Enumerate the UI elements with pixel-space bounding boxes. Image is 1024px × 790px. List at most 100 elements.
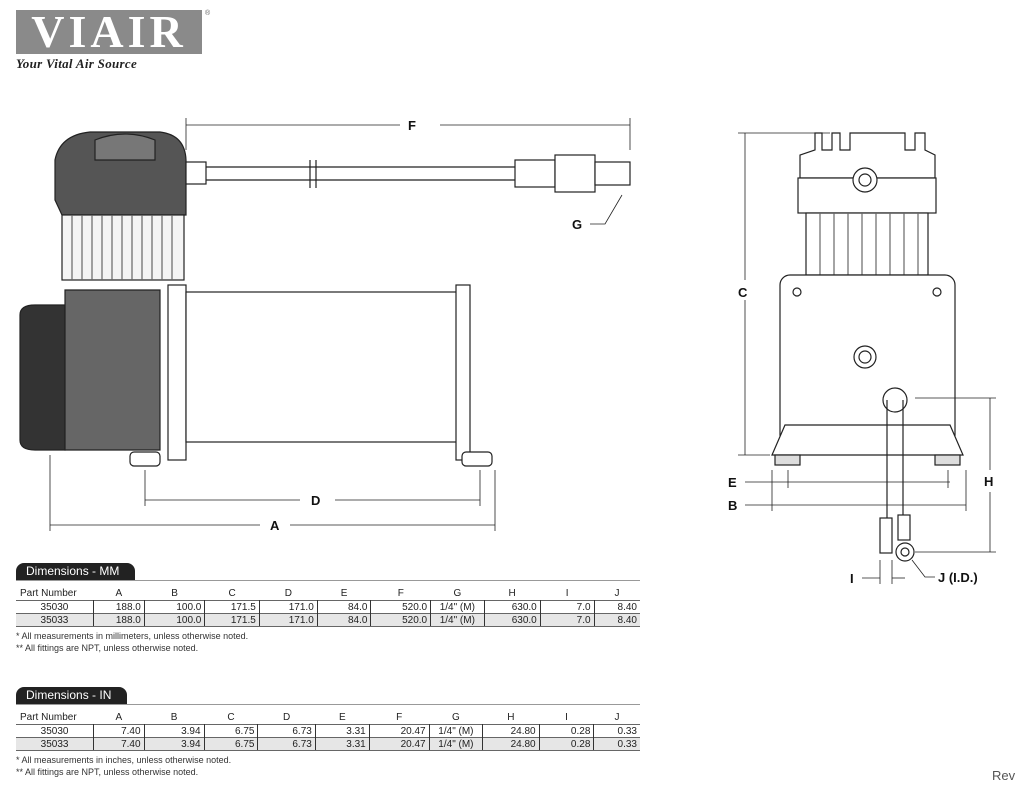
table-cell: 520.0 (370, 613, 432, 627)
table-cell: 630.0 (484, 613, 541, 627)
column-header: G (452, 711, 460, 723)
column-header: E (340, 587, 348, 599)
table-cell: 6.73 (257, 724, 316, 738)
table-cell: 7.40 (93, 724, 145, 738)
label-h: H (984, 474, 993, 489)
table-cell: 35030 (16, 600, 94, 614)
table-cell: 8.40 (594, 600, 640, 614)
table-cell: 1/4" (M) (429, 724, 484, 738)
table-cell: 1/4" (M) (429, 737, 484, 751)
section-tab: Dimensions - MM (16, 563, 136, 580)
column-header: Part Number (20, 711, 77, 723)
column-header: E (338, 711, 346, 723)
table-cell: 100.0 (144, 613, 206, 627)
table-cell: 3.31 (315, 724, 370, 738)
label-j: J (I.D.) (938, 570, 978, 585)
table-cell: 3.31 (315, 737, 370, 751)
table-cell: 24.80 (482, 724, 540, 738)
logo-wordmark: VIAIR (16, 9, 202, 55)
table-cell: 0.33 (593, 737, 640, 751)
table-cell: 630.0 (484, 600, 541, 614)
table-cell: 3.94 (144, 737, 205, 751)
table-cell: 7.40 (93, 737, 145, 751)
table-cell: 20.47 (369, 724, 430, 738)
table-cell: 171.5 (204, 613, 260, 627)
label-b: B (728, 498, 737, 513)
column-header: C (228, 587, 236, 599)
column-header: B (171, 587, 178, 599)
dimensions-mm-section: Dimensions - MM Part Number A B C D E F G H I J 35… (16, 562, 640, 654)
table-cell: 8.40 (594, 613, 640, 627)
table-cell: 7.0 (540, 600, 595, 614)
table-cell: 171.5 (204, 600, 260, 614)
table-cell: 171.0 (259, 600, 318, 614)
table-cell: 3.94 (144, 724, 205, 738)
column-header: G (453, 587, 462, 599)
column-header: C (227, 711, 235, 723)
column-header: I (565, 587, 569, 599)
table-cell: 35033 (16, 737, 95, 751)
table-cell: 100.0 (144, 600, 206, 614)
column-header: D (284, 587, 292, 599)
dimensions-in-section: Dimensions - IN Part Number A B C D E F G H I J 35… (16, 686, 640, 778)
column-header: H (508, 587, 516, 599)
viair-logo: VIAIR ® Your Vital Air Source (16, 9, 212, 72)
label-a: A (270, 518, 280, 533)
table-cell: 1/4" (M) (430, 613, 485, 627)
table-cell: 188.0 (93, 600, 145, 614)
column-header: F (397, 587, 404, 599)
table-cell: 520.0 (370, 600, 432, 614)
note: * All measurements in millimeters, unles… (16, 631, 249, 641)
table-cell: 35033 (16, 613, 94, 627)
note: ** All fittings are NPT, unless otherwis… (16, 767, 199, 777)
table-cell: 24.80 (482, 737, 540, 751)
label-f: F (408, 118, 416, 133)
table-cell: 7.0 (540, 613, 595, 627)
column-header: D (283, 711, 291, 723)
column-header: A (115, 587, 123, 599)
column-header: Part Number (20, 587, 77, 599)
note: * All measurements in inches, unless oth… (16, 755, 232, 765)
table-cell: 188.0 (93, 613, 145, 627)
table-cell: 84.0 (317, 600, 372, 614)
column-header: J (614, 711, 620, 723)
table-cell: 6.75 (204, 724, 259, 738)
table-cell: 0.33 (593, 724, 640, 738)
column-header: H (507, 711, 515, 723)
column-header: I (565, 711, 568, 723)
revision-label: Rev (992, 768, 1016, 783)
column-header: J (614, 587, 620, 599)
table-cell: 6.73 (257, 737, 316, 751)
table-cell: 0.28 (539, 737, 595, 751)
table-cell: 6.75 (204, 737, 259, 751)
compressor-dimension-drawing: F D A G C E B H I J (I.D.) (19, 118, 996, 586)
note: ** All fittings are NPT, unless otherwis… (16, 643, 199, 653)
front-dimension-lines (738, 132, 996, 584)
table-cell: 1/4" (M) (430, 600, 485, 614)
column-header: F (396, 711, 403, 723)
label-d: D (311, 493, 320, 508)
section-tab: Dimensions - IN (16, 687, 128, 704)
column-header: B (170, 711, 178, 723)
column-header: A (115, 711, 123, 723)
label-c: C (738, 285, 748, 300)
table-cell: 20.47 (369, 737, 430, 751)
front-view (771, 132, 964, 562)
label-i: I (850, 571, 854, 586)
table-cell: 84.0 (317, 613, 372, 627)
side-dimension-lines (49, 118, 631, 531)
logo-tagline: Your Vital Air Source (16, 56, 138, 71)
registered-mark: ® (205, 10, 211, 17)
label-e: E (728, 475, 737, 490)
table-cell: 35030 (16, 724, 95, 738)
side-view (19, 131, 631, 467)
table-cell: 171.0 (259, 613, 318, 627)
label-g: G (572, 217, 582, 232)
table-cell: 0.28 (539, 724, 595, 738)
